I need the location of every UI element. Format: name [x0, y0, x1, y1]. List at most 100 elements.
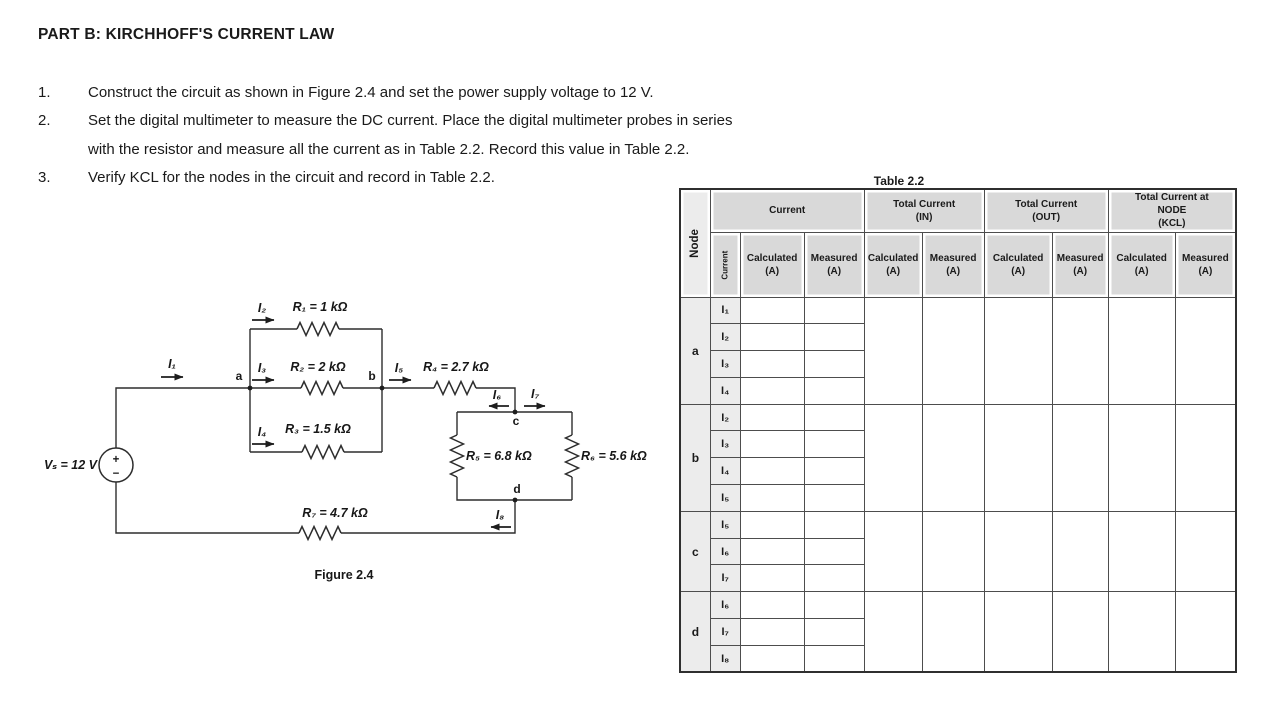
- current-measured-cell: [803, 484, 865, 512]
- table-header-node: Node: [679, 188, 711, 298]
- current-measured-cell: [803, 510, 865, 539]
- table-header-current-calculated: Calculated (A): [739, 231, 805, 298]
- current-label-cell: I₃: [709, 430, 741, 459]
- kcl-measured-cell: [1174, 510, 1237, 593]
- total-out-measured-cell: [1051, 510, 1109, 593]
- table-row: I₈: [680, 644, 1236, 673]
- source-voltage-label: Vₛ = 12 V: [44, 458, 99, 472]
- circuit-figure: + − Vₛ = 12 V R₁ = 1 kΩ R₂ = 2 kΩ R₃ = 1…: [44, 300, 647, 582]
- instruction-item-2-continued: with the resistor and measure all the cu…: [38, 141, 732, 169]
- current-i5-label: I₅: [395, 361, 403, 375]
- kcl-calculated-cell: [1107, 510, 1176, 593]
- current-arrows: [161, 316, 546, 531]
- current-measured-cell: [803, 403, 865, 432]
- current-calculated-cell: [739, 510, 805, 539]
- table-row: I₄: [680, 457, 1236, 486]
- table-header-current-measured: Measured (A): [803, 231, 865, 298]
- current-i2-label: I₂: [258, 301, 266, 315]
- current-measured-cell: [803, 296, 865, 325]
- instruction-item-3: 3. Verify KCL for the nodes in the circu…: [38, 169, 732, 197]
- source-plus-sign: +: [113, 454, 120, 466]
- current-measured-cell: [803, 323, 865, 352]
- node-b-label: b: [368, 369, 375, 383]
- current-i7-label: I₇: [531, 387, 539, 401]
- current-label-cell: I₄: [709, 376, 741, 405]
- current-i8-label: I₈: [496, 508, 505, 522]
- resistor-r7: [298, 524, 342, 542]
- current-label-cell: I₇: [709, 564, 741, 593]
- current-measured-cell: [803, 430, 865, 459]
- current-calculated-cell: [739, 350, 805, 378]
- instruction-number: 2.: [38, 112, 51, 130]
- current-calculated-cell: [739, 591, 805, 620]
- current-measured-cell: [803, 457, 865, 486]
- current-calculated-cell: [739, 376, 805, 405]
- current-measured-cell: [803, 591, 865, 620]
- total-out-calculated-cell: [983, 510, 1053, 593]
- kcl-measured-cell: [1174, 591, 1237, 673]
- table-header-out-calculated: Calculated (A): [983, 231, 1053, 298]
- current-i3-label: I₃: [258, 361, 266, 375]
- current-label-cell: I₈: [709, 644, 741, 673]
- kcl-measured-cell: [1174, 296, 1237, 405]
- node-c-label: c: [513, 414, 520, 428]
- total-in-measured-cell: [921, 403, 985, 512]
- current-label-cell: I₂: [709, 403, 741, 432]
- current-calculated-cell: [739, 618, 805, 646]
- table-header-total-out: Total Current (OUT): [983, 188, 1109, 233]
- node-d-label: d: [513, 482, 520, 496]
- table-header-total-in: Total Current (IN): [863, 188, 985, 233]
- current-calculated-cell: [739, 457, 805, 486]
- total-in-calculated-cell: [863, 591, 923, 673]
- figure-caption: Figure 2.4: [314, 568, 373, 582]
- kcl-table: Node Current Total Current (IN) Total Cu…: [679, 188, 1238, 674]
- node-cell: d: [679, 591, 711, 673]
- current-calculated-cell: [739, 323, 805, 352]
- kcl-measured-cell: [1174, 403, 1237, 512]
- table-header-kcl-measured: Measured (A): [1174, 231, 1237, 298]
- current-label-cell: I₁: [709, 296, 741, 325]
- table-row: I₅: [680, 484, 1236, 512]
- current-calculated-cell: [739, 430, 805, 459]
- current-label-cell: I₆: [709, 537, 741, 566]
- table-header-kcl: Total Current at NODE (KCL): [1107, 188, 1237, 233]
- total-in-measured-cell: [921, 296, 985, 405]
- current-measured-cell: [803, 564, 865, 593]
- resistor-r3: [301, 443, 345, 461]
- resistor-r6: [563, 434, 581, 478]
- current-i6-label: I₆: [493, 388, 501, 402]
- total-in-measured-cell: [921, 591, 985, 673]
- instruction-number: 1.: [38, 84, 51, 101]
- total-out-calculated-cell: [983, 403, 1053, 512]
- circuit-wires: [115, 320, 581, 542]
- resistor-r2: [300, 379, 344, 397]
- current-measured-cell: [803, 537, 865, 566]
- table-header-out-measured: Measured (A): [1051, 231, 1109, 298]
- current-label-cell: I₇: [709, 618, 741, 646]
- total-out-calculated-cell: [983, 591, 1053, 673]
- instruction-item-2: 2. Set the digital multimeter to measure…: [38, 112, 732, 140]
- table-title: Table 2.2: [873, 174, 925, 188]
- current-label-cell: I₅: [709, 510, 741, 539]
- table-header-kcl-calculated: Calculated (A): [1107, 231, 1176, 298]
- current-i4-label: I₄: [258, 425, 266, 439]
- resistor-r4-label: R₄ = 2.7 kΩ: [423, 360, 489, 374]
- table-row: I₇: [680, 618, 1236, 646]
- total-out-measured-cell: [1051, 296, 1109, 405]
- voltage-source-symbol: + −: [98, 447, 134, 483]
- current-measured-cell: [803, 350, 865, 378]
- total-out-measured-cell: [1051, 403, 1109, 512]
- table-header-in-calculated: Calculated (A): [863, 231, 923, 298]
- current-calculated-cell: [739, 644, 805, 673]
- total-in-measured-cell: [921, 510, 985, 593]
- table-header-current-sub: Current: [709, 231, 741, 298]
- resistor-r4: [433, 379, 477, 397]
- resistor-r2-label: R₂ = 2 kΩ: [290, 360, 345, 374]
- node-dots: [247, 385, 518, 503]
- current-calculated-cell: [739, 296, 805, 325]
- resistor-r5-label: R₅ = 6.8 kΩ: [466, 449, 532, 463]
- current-label-cell: I₃: [709, 350, 741, 378]
